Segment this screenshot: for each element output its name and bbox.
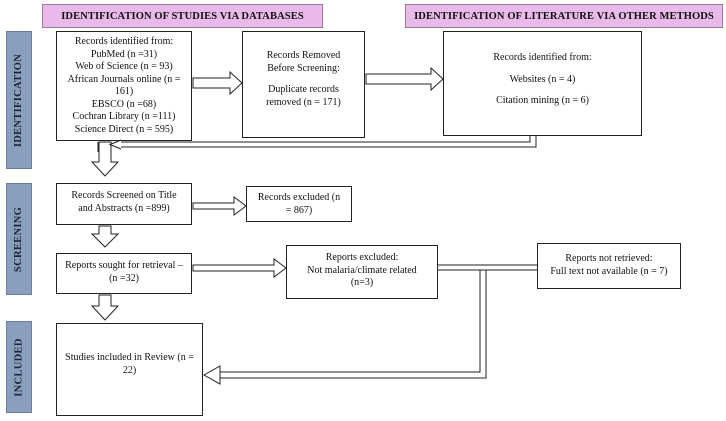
box-line: and Abstracts (n =899) <box>78 202 170 214</box>
box-line: African Journals online (n = <box>67 73 181 85</box>
reports-not-retrieved-box: Reports not retrieved: Full text not ava… <box>537 243 681 289</box>
box-line: Studies included in Review (n = <box>65 352 194 363</box>
box-line: (n =32) <box>109 272 139 284</box>
box-line: Web of Science (n = 93) <box>75 61 173 72</box>
box-line: Not malaria/climate related <box>307 264 417 276</box>
box-line: Reports not retrieved: <box>565 253 653 264</box>
studies-included-box: Studies included in Review (n = 22) <box>56 323 203 416</box>
arrow-right-icon <box>192 258 287 278</box>
reports-excluded-box: Reports excluded: Not malaria/climate re… <box>286 245 438 299</box>
arrow-right-icon <box>192 70 243 96</box>
box-line: 22) <box>122 364 137 376</box>
other-identified-box: Records identified from: Websites (n = 4… <box>443 31 642 136</box>
records-identified-box: Records identified from: PubMed (n =31) … <box>56 31 192 141</box>
reports-sought-box: Reports sought for retrieval – (n =32) <box>56 253 192 294</box>
box-line: EBSCO (n =68) <box>91 98 157 110</box>
arrow-right-icon <box>192 196 247 216</box>
header-other-methods-text: IDENTIFICATION OF LITERATURE VIA OTHER M… <box>414 10 714 22</box>
box-line: Science Direct (n = 595) <box>74 123 174 135</box>
return-arrow-line <box>121 136 537 148</box>
records-removed-box: Records Removed Before Screening: Duplic… <box>242 31 365 138</box>
box-line: PubMed (n =31) <box>90 48 158 60</box>
box-line: Full text not available (n = 7) <box>550 265 668 277</box>
box-line: removed (n = 171) <box>266 96 341 108</box>
box-line: Citation mining (n = 6) <box>496 95 589 106</box>
phase-identification: IDENTIFICATION <box>6 31 32 169</box>
arrow-down-icon <box>90 225 120 248</box>
box-line: Before Screening: <box>267 62 340 74</box>
box-line: = 867) <box>285 204 313 216</box>
box-line: (n=3) <box>350 277 374 288</box>
arrow-left-icon <box>202 365 221 385</box>
box-line: Duplicate records <box>268 84 339 95</box>
arrow-down-icon <box>90 294 120 321</box>
arrow-down-icon <box>90 141 120 177</box>
box-line: Records Removed <box>266 50 341 61</box>
header-other-methods: IDENTIFICATION OF LITERATURE VIA OTHER M… <box>405 4 723 28</box>
header-databases: IDENTIFICATION OF STUDIES VIA DATABASES <box>42 4 323 28</box>
box-line: Reports sought for retrieval – <box>65 260 183 271</box>
return-arrow-line <box>121 136 531 143</box>
records-excluded-box: Records excluded (n = 867) <box>246 186 352 222</box>
return-arrow-line <box>220 270 487 379</box>
box-line: 161) <box>114 86 134 97</box>
box-line: Reports excluded: <box>325 252 399 263</box>
box-line: Websites (n = 4) <box>509 73 576 85</box>
phase-screening: SCREENING <box>6 183 32 295</box>
box-line: Records Screened on Title <box>71 190 177 201</box>
box-line: Records identified from: <box>74 36 174 47</box>
records-screened-box: Records Screened on Title and Abstracts … <box>56 183 192 225</box>
box-line: Records excluded (n <box>257 192 341 203</box>
return-arrow-line <box>220 270 481 373</box>
return-arrow-line <box>108 139 122 150</box>
box-line: Records identified from: <box>493 52 592 63</box>
header-databases-text: IDENTIFICATION OF STUDIES VIA DATABASES <box>61 10 304 22</box>
box-line: Cochran Library (n =111) <box>72 111 176 122</box>
arrow-right-icon <box>365 66 444 92</box>
phase-included: INCLUDED <box>6 321 32 413</box>
